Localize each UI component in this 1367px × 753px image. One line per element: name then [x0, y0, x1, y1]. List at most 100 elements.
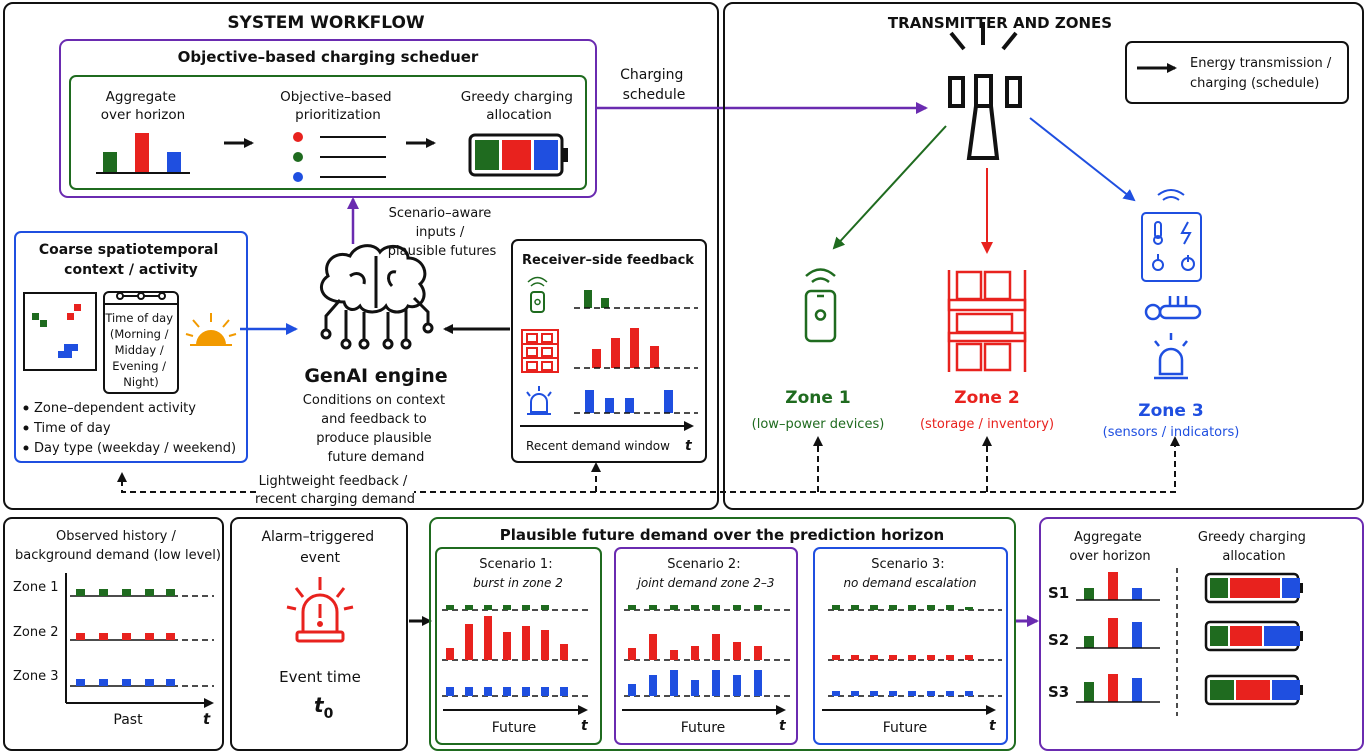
scenario-bars — [442, 605, 1002, 697]
scenario-bar — [628, 605, 636, 610]
scenario-bar — [832, 655, 840, 660]
context-title: Coarse spatiotemporal context / activity — [39, 242, 223, 278]
aggregate-bar — [1132, 678, 1142, 702]
scenario-bar — [870, 691, 878, 696]
transmitter-tower-icon — [948, 22, 1022, 160]
history-axis-label: Past — [113, 712, 143, 728]
scenario1-box — [435, 547, 602, 745]
tower-to-zone1-arrow — [832, 125, 947, 250]
zone3-thermometer-icon — [1144, 296, 1202, 321]
scenario-bar — [522, 605, 530, 610]
scenario1-axis-label: Future — [492, 720, 537, 736]
zone2-desc: (storage / inventory) — [920, 417, 1054, 432]
scenario-bar — [946, 655, 954, 660]
scenario-bar — [889, 655, 897, 660]
aggregate-row-labels: S1 S2 S3 — [1048, 584, 1074, 701]
scenario-bar — [965, 607, 973, 610]
zone3-alarm-icon — [1154, 333, 1188, 380]
step-greedy-label: Greedy charging allocation — [461, 89, 577, 123]
scenario3-axis-label: Future — [883, 720, 928, 736]
scenario-bar — [465, 624, 473, 660]
scenario3-box — [813, 547, 1008, 745]
genai-title: GenAI engine — [304, 365, 447, 387]
scenario-bar — [733, 605, 741, 610]
scenario-bar — [503, 687, 511, 696]
aggregate-bar — [1084, 636, 1094, 648]
feedback-shelf-icon — [521, 329, 559, 373]
history-bar — [76, 633, 85, 640]
context-bullets — [23, 405, 29, 451]
scenario-bar — [733, 642, 741, 660]
scenario-bar — [870, 655, 878, 660]
scenario-bar — [541, 605, 549, 610]
zone3-desc: (sensors / indicators) — [1103, 425, 1240, 440]
aggregate-bar — [1132, 622, 1142, 648]
transmitter-panel-title: TRANSMITTER AND ZONES — [888, 14, 1112, 32]
zone3-name: Zone 3 — [1138, 401, 1203, 421]
legend-box — [1125, 41, 1349, 104]
history-bar — [166, 589, 175, 596]
battery-icon — [468, 133, 568, 177]
event-time-label: Event time — [279, 668, 361, 686]
aggregate-bar — [1084, 588, 1094, 600]
scenario-bar — [503, 632, 511, 660]
history-bar — [99, 633, 108, 640]
zone1-desc: (low–power devices) — [752, 417, 885, 432]
scenario-bar — [908, 605, 916, 610]
scenario-bar — [712, 605, 720, 610]
zone2-shelf-icon — [947, 270, 1027, 372]
scheduler-box — [59, 39, 597, 198]
scenario-bar — [465, 605, 473, 610]
calendar-text: Time of day (Morning / Midday / Evening … — [104, 311, 176, 389]
scenario-bar — [889, 691, 897, 696]
scenario-bar — [446, 687, 454, 696]
scenario-bar — [503, 605, 511, 610]
battery-cell — [1264, 626, 1300, 646]
history-title: Observed history / background demand (lo… — [15, 529, 221, 563]
genai-description: Conditions on context and feedback to pr… — [303, 393, 449, 465]
scenario-bar — [522, 626, 530, 660]
battery-cell — [1230, 626, 1262, 646]
aggregate-bar — [1132, 588, 1142, 600]
sun-icon — [185, 313, 237, 346]
feedback-title: Receiver–side feedback — [522, 253, 694, 268]
feedback-box — [511, 239, 707, 463]
scheduler-title: Objective–based charging scheduer — [178, 48, 479, 66]
history-bar — [122, 633, 131, 640]
scheduler-inner-box — [69, 75, 587, 190]
history-bar — [99, 679, 108, 686]
system-workflow-title: SYSTEM WORKFLOW — [227, 13, 425, 33]
history-bar — [145, 679, 154, 686]
scenario-bar — [908, 655, 916, 660]
alarm-siren-icon — [286, 577, 354, 643]
scenario-bar — [628, 648, 636, 660]
battery-cell — [1282, 578, 1300, 598]
scenario-bar — [670, 650, 678, 660]
scenario-bar — [946, 691, 954, 696]
battery-cell — [1236, 680, 1270, 700]
scenario-bar — [649, 634, 657, 660]
context-bullet-text: Zone–dependent activity Time of day Day … — [33, 401, 236, 456]
event-time-var: t0 — [314, 693, 334, 722]
step-prioritization-label: Objective–based prioritization — [280, 89, 396, 123]
zone1-name: Zone 1 — [785, 388, 850, 408]
battery-tip — [1298, 631, 1303, 641]
scenario-bar — [927, 655, 935, 660]
zone2-name: Zone 2 — [954, 388, 1019, 408]
scenario-bar — [712, 634, 720, 660]
history-bar — [122, 589, 131, 596]
history-bar — [76, 679, 85, 686]
scenario-bar — [851, 691, 859, 696]
scenario-bar — [465, 687, 473, 696]
scenario-bar — [832, 605, 840, 610]
lightweight-label-bg — [256, 470, 414, 508]
history-box — [3, 517, 224, 751]
lightweight-feedback-label: Lightweight feedback / recent charging d… — [255, 474, 415, 507]
zone3-sensor-icon — [1141, 189, 1202, 282]
tower-to-zone3-arrow — [1029, 117, 1136, 202]
alarm-title: Alarm–triggered event — [261, 529, 378, 566]
scenario-bar — [560, 687, 568, 696]
scenario-bar — [670, 605, 678, 610]
scenario-bar — [712, 670, 720, 696]
